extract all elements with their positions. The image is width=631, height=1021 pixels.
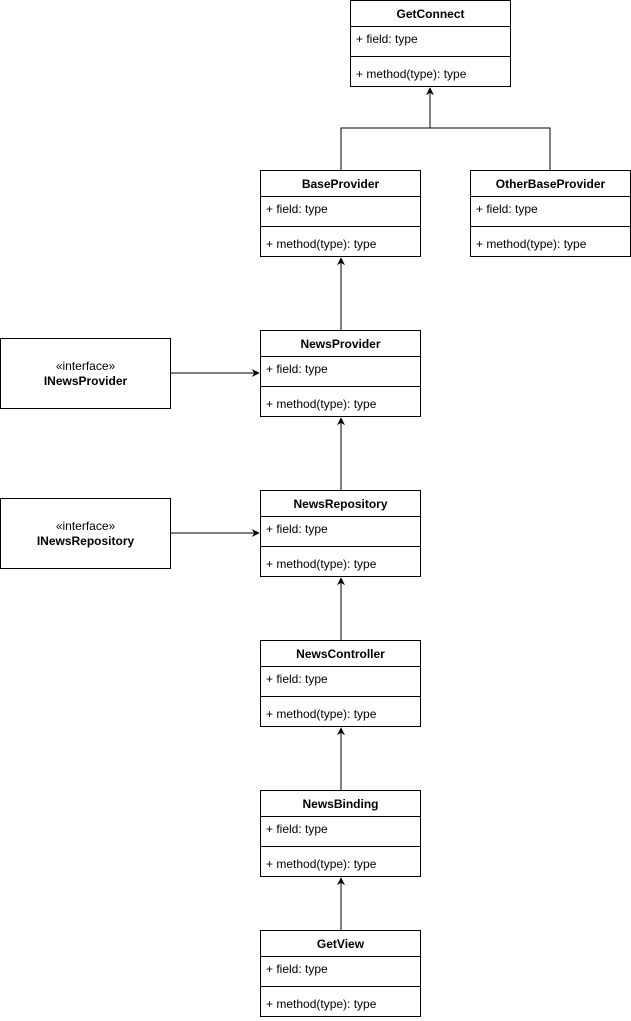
class-newscontroller[interactable]: NewsController + field: type + method(ty…	[260, 640, 421, 727]
class-method: + method(type): type	[266, 557, 377, 571]
class-method: + method(type): type	[266, 857, 377, 871]
divider	[261, 546, 420, 547]
interface-inewsprovider[interactable]: «interface» INewsProvider	[0, 338, 171, 409]
class-name: NewsRepository	[261, 491, 420, 517]
class-newsbinding[interactable]: NewsBinding + field: type + method(type)…	[260, 790, 421, 877]
edge-otherbaseprovider-getconnect	[430, 127, 551, 170]
class-name: GetConnect	[351, 1, 510, 27]
interface-name: INewsProvider	[43, 373, 128, 388]
interface-stereotype: «interface»	[55, 358, 116, 373]
class-newsprovider[interactable]: NewsProvider + field: type + method(type…	[260, 330, 421, 417]
class-method: + method(type): type	[266, 707, 377, 721]
class-getview[interactable]: GetView + field: type + method(type): ty…	[260, 930, 421, 1017]
class-name: NewsController	[261, 641, 420, 667]
interface-name: INewsRepository	[36, 533, 135, 548]
interface-inewsrepository[interactable]: «interface» INewsRepository	[0, 498, 171, 569]
class-otherbaseprovider[interactable]: OtherBaseProvider + field: type + method…	[470, 170, 631, 257]
class-field: + field: type	[476, 202, 538, 216]
class-field: + field: type	[266, 822, 328, 836]
class-method: + method(type): type	[476, 237, 587, 251]
class-baseprovider[interactable]: BaseProvider + field: type + method(type…	[260, 170, 421, 257]
divider	[471, 226, 630, 227]
divider	[261, 386, 420, 387]
class-name: NewsBinding	[261, 791, 420, 817]
divider	[261, 986, 420, 987]
class-field: + field: type	[266, 672, 328, 686]
divider	[351, 56, 510, 57]
divider	[261, 846, 420, 847]
class-field: + field: type	[266, 962, 328, 976]
class-field: + field: type	[356, 32, 418, 46]
interface-stereotype: «interface»	[55, 518, 116, 533]
class-field: + field: type	[266, 202, 328, 216]
edge-baseprovider-getconnect	[340, 87, 434, 170]
divider	[261, 696, 420, 697]
class-name: OtherBaseProvider	[471, 171, 630, 197]
class-getconnect[interactable]: GetConnect + field: type + method(type):…	[350, 0, 511, 87]
class-field: + field: type	[266, 362, 328, 376]
class-field: + field: type	[266, 522, 328, 536]
class-name: GetView	[261, 931, 420, 957]
class-name: NewsProvider	[261, 331, 420, 357]
class-method: + method(type): type	[266, 997, 377, 1011]
divider	[261, 226, 420, 227]
class-method: + method(type): type	[266, 397, 377, 411]
class-newsrepository[interactable]: NewsRepository + field: type + method(ty…	[260, 490, 421, 577]
class-method: + method(type): type	[356, 67, 467, 81]
class-name: BaseProvider	[261, 171, 420, 197]
class-method: + method(type): type	[266, 237, 377, 251]
